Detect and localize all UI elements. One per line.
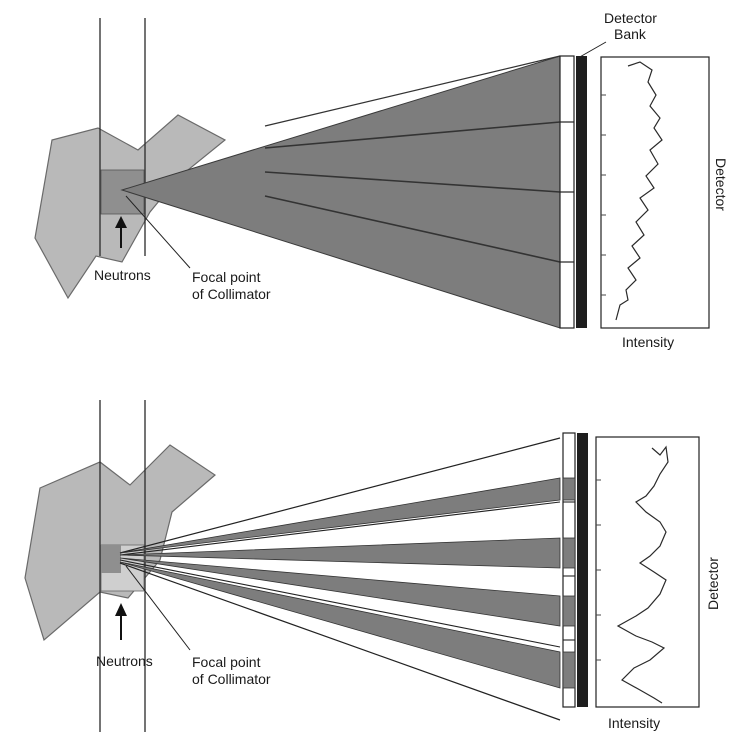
bottom-sample (24, 444, 216, 642)
top-collimator-blade (264, 121, 561, 149)
top-intensity-box (600, 56, 710, 329)
top-collimator-blade (264, 55, 561, 127)
top-collimator-blade (264, 195, 561, 263)
bottom-intensity-box (595, 436, 700, 708)
bottom-detector-bank (577, 433, 588, 707)
bottom-panel (24, 400, 700, 732)
detector-bank-leader (577, 41, 607, 59)
detector-bank-label: Detector (604, 10, 657, 26)
bottom-neutron-arrow-head (115, 603, 127, 616)
bottom-envelope (119, 559, 561, 648)
bottom-envelope (119, 437, 561, 554)
top-panel (34, 18, 710, 329)
bottom-beam-3 (119, 557, 561, 627)
top-neutrons-label: Neutrons (94, 267, 151, 283)
top-intensity-trace (615, 61, 663, 321)
bottom-neutrons-label: Neutrons (96, 653, 153, 669)
detector-bank-label-2: Bank (614, 26, 647, 42)
top-detector-label: Detector (713, 158, 729, 211)
bottom-detector-label: Detector (705, 557, 721, 610)
top-intensity-label: Intensity (622, 334, 674, 350)
bottom-beam-2 (119, 537, 561, 569)
top-neutron-arrow-head (115, 216, 127, 228)
bottom-envelope (119, 501, 561, 556)
bottom-beam-1 (119, 477, 561, 554)
top-collimator-blade (264, 171, 561, 193)
bottom-intensity-label: Intensity (608, 715, 660, 731)
bottom-focal-leader (125, 565, 191, 651)
bottom-envelope (119, 562, 561, 721)
top-detector-bank (576, 56, 587, 328)
top-focal-point-label-2: of Collimator (192, 286, 271, 302)
bottom-beam-4 (119, 561, 561, 689)
bottom-focal-point-label-2: of Collimator (192, 671, 271, 687)
bottom-intensity-trace (616, 445, 669, 704)
bottom-gauge-volume (101, 545, 121, 573)
top-focal-point-label: Focal point (192, 269, 261, 285)
top-focal-leader (125, 195, 191, 269)
bottom-focal-point-label: Focal point (192, 654, 261, 670)
